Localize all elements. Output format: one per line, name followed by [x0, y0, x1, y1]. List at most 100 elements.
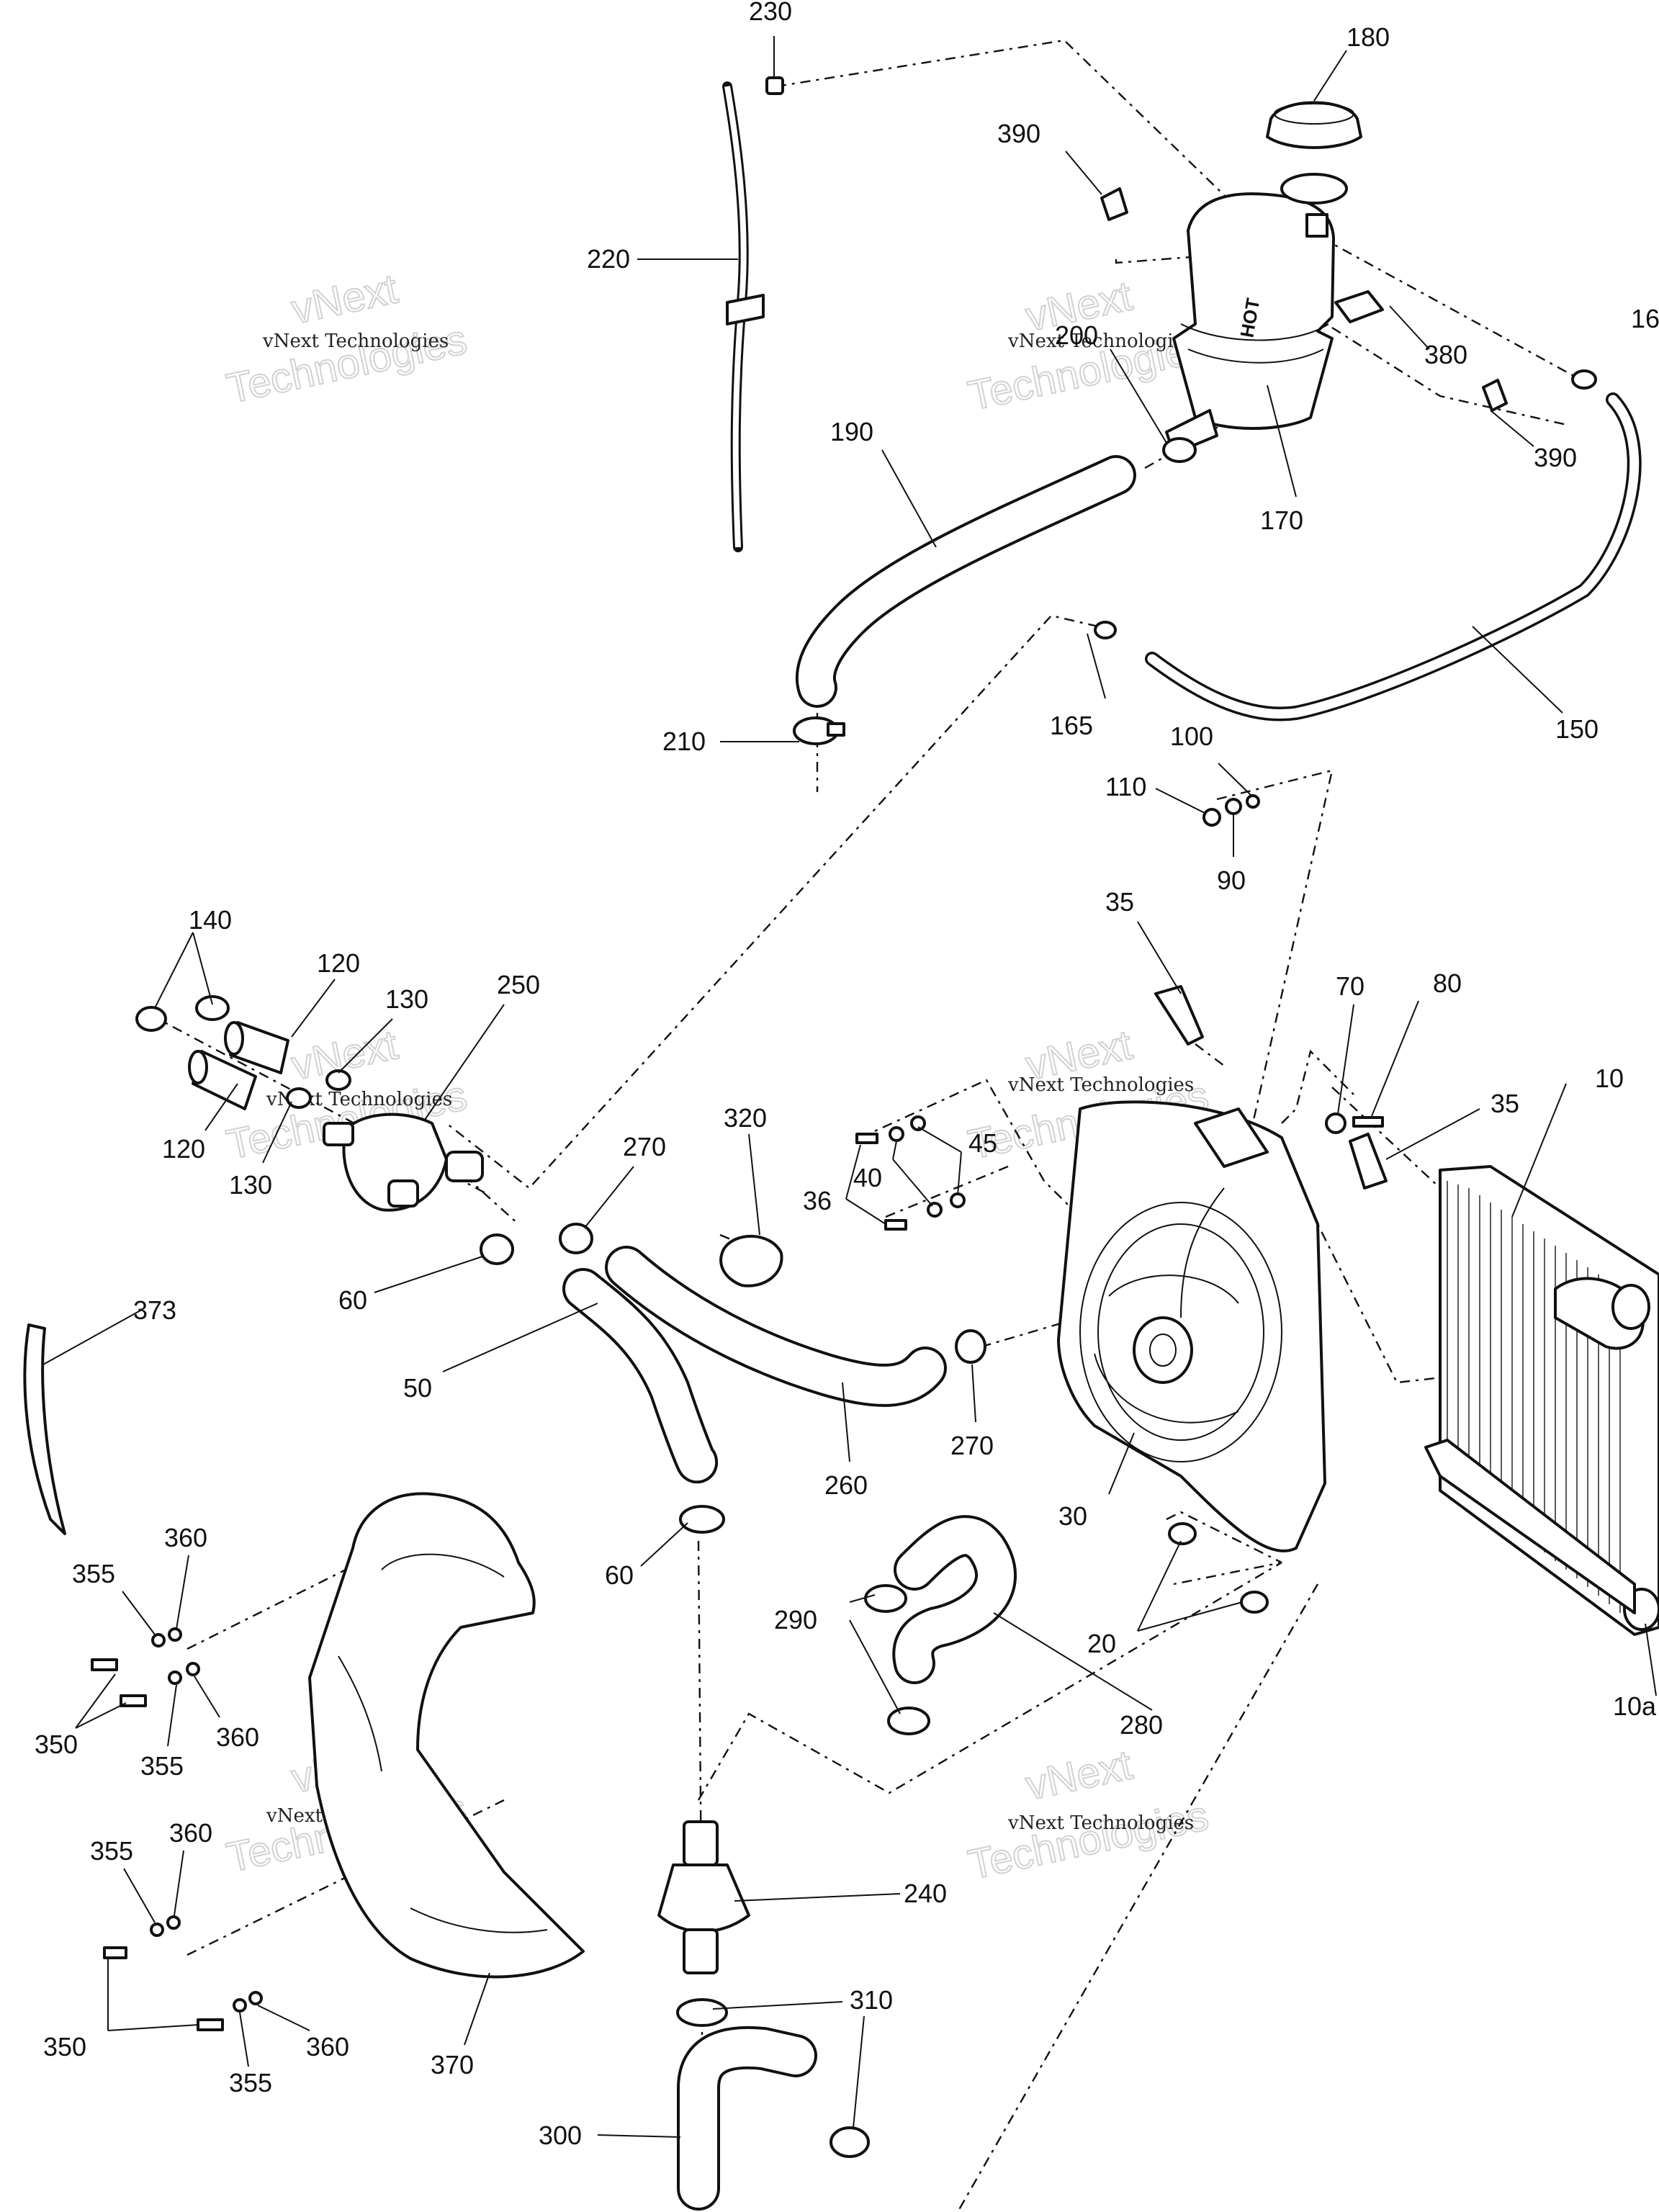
leader-lines: [42, 36, 1657, 2138]
callout-60-lower: 60: [605, 1560, 634, 1590]
clamp-60-upper: [480, 1233, 514, 1265]
callout-270-upper: 270: [623, 1132, 666, 1161]
thermostat-housing-250: [323, 1112, 484, 1212]
callout-100: 100: [1170, 721, 1213, 751]
callout-260: 260: [824, 1470, 868, 1500]
callout-130-lower: 130: [229, 1170, 272, 1200]
callout-270-lower: 270: [950, 1431, 994, 1460]
callout-35-top: 35: [1105, 887, 1134, 917]
callout-60-upper: 60: [338, 1285, 367, 1315]
air-duct-370: [308, 1492, 585, 1979]
bracket-35-top: [1154, 985, 1204, 1046]
callout-120-upper: 120: [317, 948, 360, 978]
washer-90: [1225, 798, 1242, 815]
centerline-fan-to-radiator: [1298, 1187, 1462, 1384]
fan-motor-mount: [1194, 1107, 1269, 1168]
callout-380: 380: [1424, 340, 1467, 369]
callout-40: 40: [853, 1163, 882, 1192]
hose-120-upper: [224, 1021, 289, 1074]
clamp-140-b: [195, 995, 230, 1021]
reservoir-cap-180: [1266, 101, 1362, 149]
centerline-20: [1166, 1511, 1282, 1564]
centerline-390-to-tank: [1115, 254, 1210, 264]
centerline-70-80: [1281, 1049, 1354, 1124]
clamp-230: [765, 76, 784, 95]
callout-370: 370: [431, 2050, 474, 2080]
clamp-60-lower: [679, 1505, 725, 1534]
centerline-bottom-310: [956, 1583, 1319, 2212]
centerline-350-355-360-a: [186, 1503, 476, 1650]
clamp-290-lower: [887, 1707, 930, 1735]
callout-35-right: 35: [1491, 1089, 1519, 1118]
callout-355-b: 355: [140, 1751, 184, 1781]
callout-120-lower: 120: [162, 1134, 205, 1164]
clamp-130-lower: [286, 1087, 312, 1109]
bolt-350-b2: [197, 2018, 224, 2031]
centerline-tank-to-16: [1321, 236, 1585, 383]
grommet-70: [1325, 1112, 1346, 1134]
watermark-label: vNext Technologies: [1007, 1812, 1194, 1834]
nut-100: [1246, 794, 1260, 809]
watermark-big-line1: vNext: [287, 265, 402, 333]
clamp-320: [719, 1234, 783, 1287]
clamp-290-upper: [864, 1584, 907, 1613]
hose-50: [562, 1268, 719, 1484]
centerline-320: [719, 1233, 764, 1254]
callout-10: 10: [1595, 1064, 1624, 1093]
hose-150: [1145, 392, 1642, 721]
callout-360-d: 360: [306, 2032, 349, 2062]
bolt-350-a: [91, 1658, 118, 1671]
clamp-16: [1571, 369, 1597, 390]
grommet-20-lower: [1240, 1591, 1269, 1614]
clip-390-top: [1100, 187, 1128, 221]
callout-190: 190: [830, 417, 873, 446]
callout-130-upper: 130: [385, 984, 428, 1014]
callout-45: 45: [968, 1128, 997, 1158]
hose-300: [677, 2026, 817, 2211]
bolt-36-upper: [855, 1133, 878, 1144]
callout-200: 200: [1055, 320, 1098, 350]
thermostat-lower-port: [387, 1179, 419, 1208]
callout-20: 20: [1087, 1629, 1116, 1658]
centerline-45-40: [860, 1079, 1160, 1226]
callout-70: 70: [1336, 971, 1364, 1001]
radiator-lower-tank: [1424, 1439, 1636, 1614]
hose-120-lower: [188, 1050, 257, 1110]
centerline-35-right: [1331, 1087, 1441, 1189]
callout-355-a: 355: [72, 1559, 115, 1588]
callout-390-right: 390: [1534, 443, 1577, 472]
clamp-140-a: [135, 1006, 167, 1032]
watermark-label: vNext Technologies: [262, 331, 449, 352]
callout-30: 30: [1058, 1501, 1087, 1531]
bolt-350-a2: [120, 1694, 147, 1707]
washer-40-lower: [927, 1202, 943, 1218]
fan-motor-hub: [1133, 1316, 1193, 1384]
bolt-80: [1352, 1116, 1384, 1128]
grommet-20-upper: [1168, 1522, 1197, 1545]
callout-360-c: 360: [169, 1818, 212, 1848]
hose-280: [892, 1515, 1017, 1684]
bolt-36-lower: [884, 1219, 907, 1231]
watermark-big-line1: vNext: [1022, 1741, 1136, 1809]
fastener-110: [1202, 808, 1221, 827]
watermark-label: vNext Technologies: [1007, 331, 1194, 352]
centerline-165-to-thermostat: [446, 614, 1099, 1190]
hose-220: [722, 81, 765, 552]
callout-110: 110: [1105, 772, 1146, 801]
callout-250: 250: [497, 970, 540, 999]
grommet-380: [1334, 290, 1384, 323]
bracket-35-right: [1349, 1133, 1388, 1190]
watermark-big-line2: Technologies: [964, 1792, 1213, 1889]
callout-220: 220: [587, 244, 630, 274]
watermark-label: vNext Technologies: [1007, 1074, 1194, 1096]
centerline-36-40: [885, 1165, 1009, 1218]
callout-80: 80: [1433, 968, 1462, 998]
strap-373: [23, 1323, 66, 1535]
radiator-10: [1424, 1165, 1659, 1636]
callout-300: 300: [539, 2121, 582, 2150]
clamp-165: [1094, 621, 1117, 639]
thermostat-outlet: [445, 1151, 484, 1182]
nut-355-c: [150, 1923, 164, 1937]
clip-390-right: [1482, 379, 1508, 412]
